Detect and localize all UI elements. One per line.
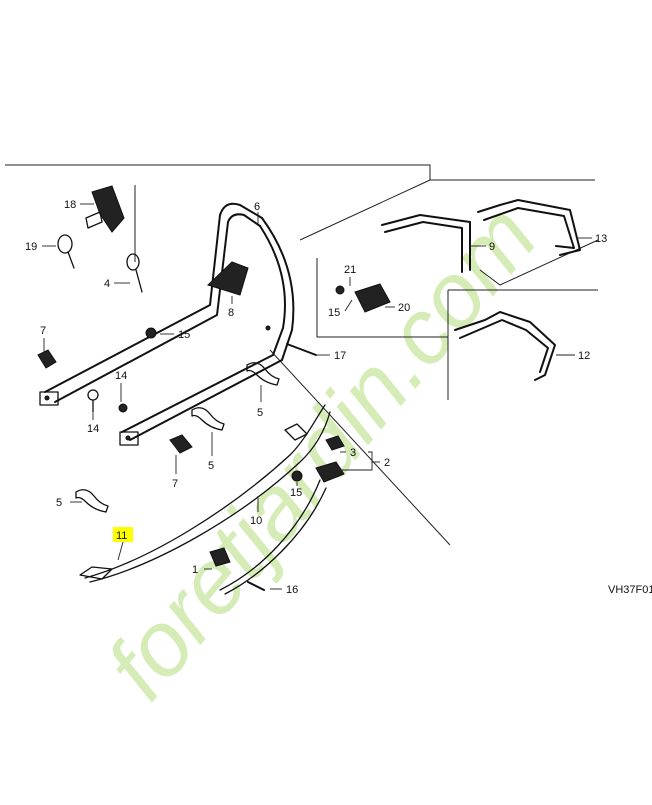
control-cables — [79, 404, 331, 595]
callout-12: 12 — [578, 350, 590, 362]
clip-part-7-lower — [169, 434, 193, 454]
callout-15-upper: 15 — [178, 329, 190, 341]
switch-part-20 — [354, 283, 391, 313]
lever-part-2 — [315, 461, 345, 483]
watermark-text: foretjardin.com — [87, 186, 556, 718]
knob-part-18 — [85, 185, 125, 233]
cable-clip-part-5-lower — [75, 489, 109, 513]
eye-bolt-part-4 — [126, 253, 143, 293]
holder-part-1 — [209, 547, 231, 567]
callout-16: 16 — [286, 584, 298, 596]
cable-clip-part-5-upper — [246, 362, 280, 386]
nut-part-15-upper — [145, 327, 157, 339]
callout-labels: 18 19 4 6 15 7 8 14 14 5 5 7 5 11 10 1 1… — [25, 199, 652, 596]
bolt-part-17 — [286, 343, 317, 356]
handle-frame-part-6 — [39, 202, 295, 446]
callout-21: 21 — [344, 264, 356, 276]
callout-9: 9 — [489, 241, 495, 253]
lower-diag-border — [269, 349, 451, 546]
callout-19: 19 — [25, 241, 37, 253]
cable-1-link-2 — [224, 487, 327, 595]
callout-5-lower: 5 — [56, 497, 62, 509]
wire-part-12 — [454, 311, 556, 381]
lever-part-3 — [325, 435, 345, 451]
diagram-code: VH37F01 — [608, 584, 652, 596]
callout-7-upper: 7 — [40, 325, 46, 337]
nut-part-15-lower — [291, 470, 303, 482]
callout-8: 8 — [228, 307, 234, 319]
cable-end-11 — [79, 566, 113, 580]
callout-5-upper: 5 — [257, 407, 263, 419]
bolt-part-14-b — [118, 403, 128, 413]
watermark-label: foretjardin.com — [87, 186, 556, 718]
eye-bolt-part-19 — [57, 234, 75, 269]
upper-diag-border — [299, 179, 431, 241]
wire-part-13 — [477, 199, 581, 256]
callout-20: 20 — [398, 302, 410, 314]
inset-20-21-border — [316, 258, 448, 338]
callout-11: 11 — [116, 530, 127, 542]
callout-4: 4 — [104, 278, 110, 290]
bracket-part-8 — [207, 261, 249, 296]
callout-15-inset: 15 — [328, 307, 340, 319]
callout-5-mid: 5 — [208, 460, 214, 472]
cable-1-link — [219, 479, 321, 591]
frame-lines — [5, 164, 599, 546]
callout-1: 1 — [192, 564, 198, 576]
callout-14-lower: 14 — [87, 423, 99, 435]
bolt-part-14-a — [87, 389, 99, 413]
top-border-line — [5, 164, 595, 181]
callout-6: 6 — [254, 201, 260, 213]
wire-parts — [381, 199, 581, 381]
callout-17: 17 — [334, 350, 346, 362]
clip-part-7-upper — [37, 349, 57, 369]
watermark: foretjardin.com — [87, 186, 556, 718]
nut-part-21 — [335, 285, 345, 295]
cable-adjuster — [284, 423, 308, 441]
callout-15-lower: 15 — [290, 487, 302, 499]
leader-lines — [42, 203, 592, 590]
callout-7-lower: 7 — [172, 478, 178, 490]
cable-10 — [84, 404, 326, 579]
callout-10: 10 — [250, 515, 262, 527]
callout-18: 18 — [64, 199, 76, 211]
callout-14-upper: 14 — [115, 370, 127, 382]
cable-clip-part-5-mid — [191, 407, 225, 431]
callout-13: 13 — [595, 233, 607, 245]
cable-11 — [89, 411, 331, 583]
inset-13-border — [479, 239, 599, 286]
callout-3: 3 — [350, 447, 356, 459]
small-parts — [37, 185, 391, 591]
bolt-part-16 — [247, 581, 265, 591]
callout-11-highlight — [113, 527, 133, 542]
callout-2: 2 — [384, 457, 390, 469]
